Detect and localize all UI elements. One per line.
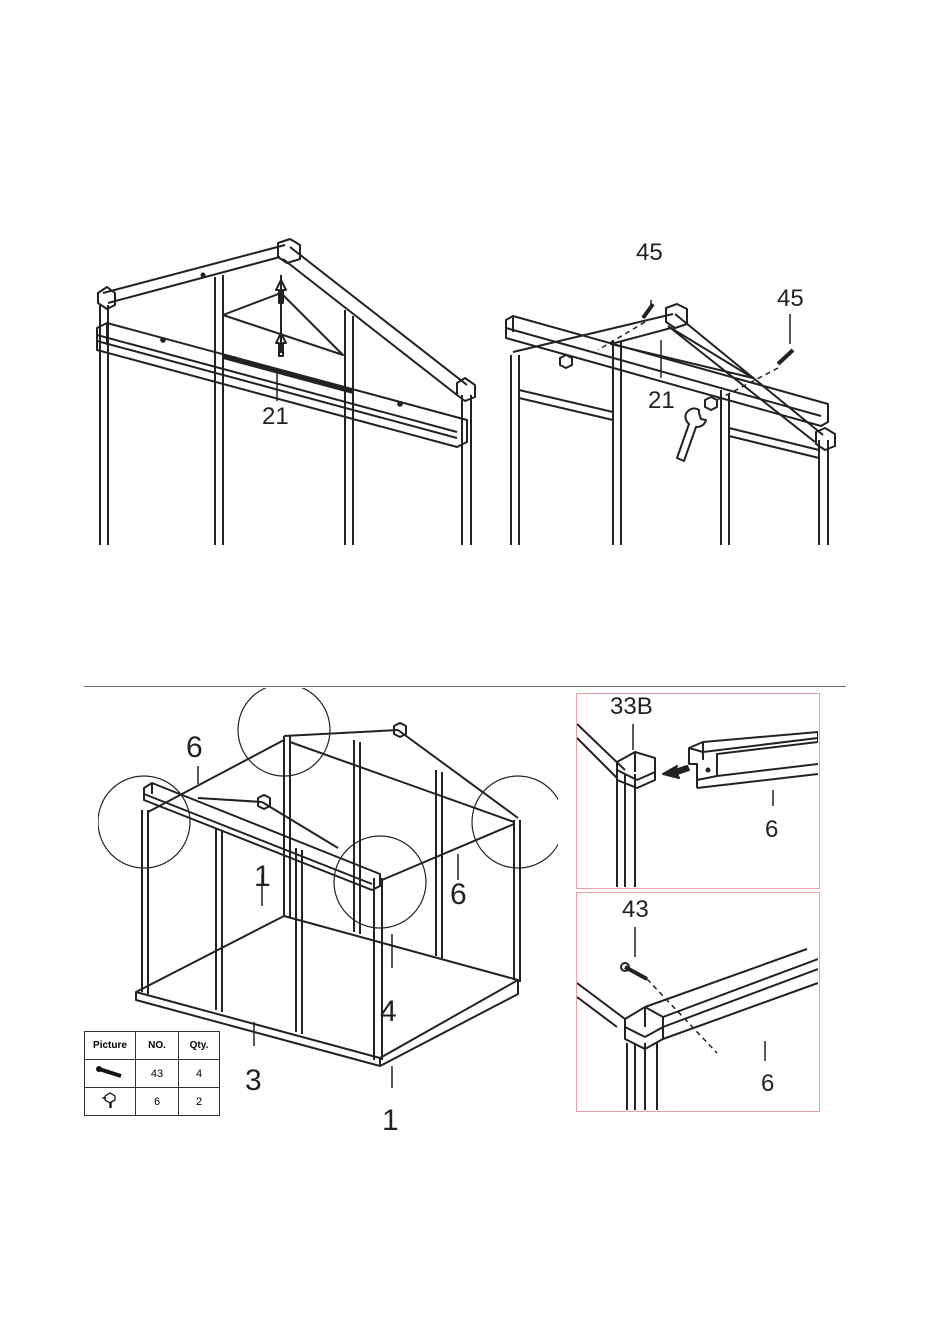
label-part-6-right: 6: [450, 880, 467, 910]
picture-cell: [85, 1060, 136, 1088]
label-part-43: 43: [622, 898, 649, 922]
bolt-icon: [778, 350, 793, 364]
label-bolt-45-right: 45: [777, 287, 804, 311]
figure-top-left: [95, 235, 480, 547]
bolt-icon: [643, 304, 653, 318]
label-detail-part-6-bottom: 6: [761, 1072, 774, 1096]
picture-cell: [85, 1088, 136, 1116]
label-part-3: 3: [245, 1066, 262, 1096]
bolt-icon: [621, 963, 647, 979]
bolt-icon: [95, 1065, 125, 1079]
label-part-21-right: 21: [648, 389, 675, 413]
part-qty: 4: [179, 1060, 220, 1088]
parts-table-header: Picture NO. Qty.: [85, 1032, 220, 1060]
part-qty: 2: [179, 1088, 220, 1116]
part-no: 6: [136, 1088, 179, 1116]
label-part-4: 4: [380, 997, 397, 1027]
header-no: NO.: [136, 1032, 179, 1060]
label-bolt-45-left: 45: [636, 241, 663, 265]
label-part-21-left: 21: [262, 405, 289, 429]
detail-panel-bottom: [576, 892, 820, 1112]
bracket-icon: [99, 1090, 121, 1110]
table-row: 6 2: [85, 1088, 220, 1116]
detail-panel-top: [576, 693, 820, 889]
label-part-6-top: 6: [186, 733, 203, 763]
label-detail-part-6-top: 6: [765, 818, 778, 842]
section-divider: [84, 686, 846, 687]
label-part-1-bottom: 1: [382, 1106, 399, 1136]
figure-top-right: [503, 300, 839, 547]
label-part-33b: 33B: [610, 695, 653, 719]
part-no: 43: [136, 1060, 179, 1088]
table-row: 43 4: [85, 1060, 220, 1088]
label-part-1-mid: 1: [254, 862, 271, 892]
header-picture: Picture: [85, 1032, 136, 1060]
header-qty: Qty.: [179, 1032, 220, 1060]
parts-table: Picture NO. Qty. 43 4 6 2: [84, 1031, 220, 1116]
